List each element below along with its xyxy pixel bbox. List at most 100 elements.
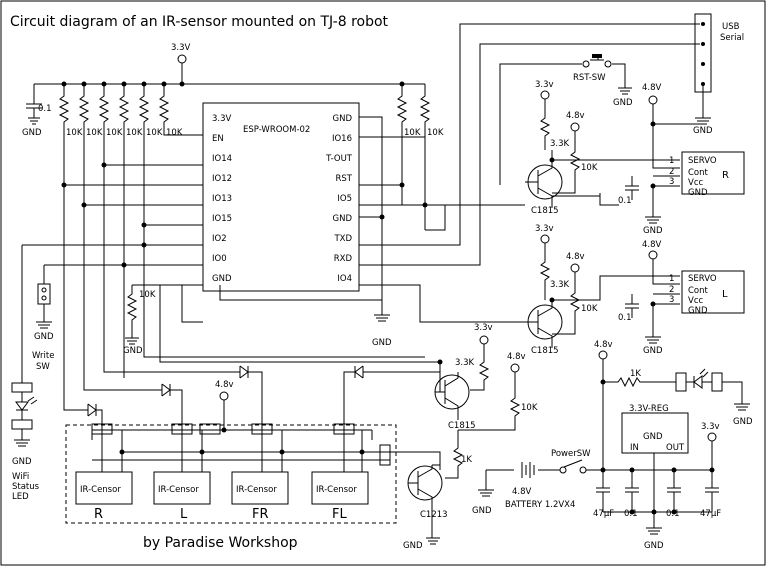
svg-text:Vcc: Vcc (688, 296, 703, 306)
esp-pin-r8: IO4 (337, 274, 352, 284)
svg-text:SW: SW (36, 362, 50, 372)
svg-text:3.3v: 3.3v (474, 323, 493, 333)
esp-pin-l1: EN (212, 134, 224, 144)
svg-text:L: L (722, 289, 728, 300)
ir-sensor-block: IR-Censor IR-Censor IR-Censor IR-Censor … (65, 423, 441, 524)
svg-text:Write: Write (32, 351, 54, 361)
svg-text:IR-Censor: IR-Censor (236, 485, 277, 495)
svg-text:GND: GND (688, 188, 708, 198)
svg-text:10K: 10K (581, 304, 598, 314)
svg-text:GND: GND (613, 98, 633, 108)
svg-text:GND: GND (643, 226, 663, 236)
esp-pin-r1: IO16 (332, 134, 352, 144)
svg-text:RST-SW: RST-SW (573, 73, 606, 83)
rail-3v3: 3.3V 0.1 GND (22, 43, 425, 138)
svg-text:GND: GND (34, 332, 54, 342)
svg-text:LED: LED (12, 492, 29, 502)
junction-dots (61, 81, 715, 515)
servo-r: SERVO Cont Vcc GND R 1 2 3 0.1 GND (618, 151, 745, 236)
esp-pin-l7: IO0 (212, 254, 227, 264)
svg-text:IR-Censor: IR-Censor (158, 485, 199, 495)
esp-pin-l4: IO13 (212, 194, 232, 204)
svg-text:3.3v: 3.3v (535, 224, 554, 234)
svg-text:2: 2 (669, 285, 674, 295)
footer: by Paradise Workshop (143, 535, 298, 551)
rst-switch: RST-SW GND (499, 54, 633, 185)
svg-text:GND: GND (472, 506, 492, 516)
svg-text:1K: 1K (630, 369, 641, 379)
svg-text:IR-Censor: IR-Censor (316, 485, 357, 495)
ir-name-r: R (94, 507, 103, 522)
svg-text:C1213: C1213 (420, 510, 448, 520)
svg-text:SERVO: SERVO (688, 156, 717, 166)
svg-text:SERVO: SERVO (688, 274, 717, 284)
svg-text:GND: GND (693, 126, 713, 136)
write-switch: GND Write SW (32, 283, 54, 372)
title: Circuit diagram of an IR-sensor mounted … (10, 14, 389, 30)
esp-pin-l3: IO12 (212, 174, 232, 184)
svg-text:1K: 1K (461, 455, 472, 465)
svg-text:10K: 10K (427, 128, 444, 138)
svg-text:IR-Censor: IR-Censor (80, 485, 121, 495)
ir-name-fr: FR (252, 507, 269, 522)
svg-text:3.3v: 3.3v (701, 422, 720, 432)
svg-text:10K: 10K (139, 290, 156, 300)
servo-l-driver: 3.3v 3.3K C1815 4.8v 10K (419, 224, 680, 356)
esp-pin-r7: RXD (334, 254, 353, 264)
esp-pin-l0: 3.3V (212, 114, 232, 124)
svg-text:3.3K: 3.3K (550, 139, 570, 149)
svg-text:47µF: 47µF (593, 509, 614, 519)
svg-text:Cont: Cont (688, 168, 709, 178)
svg-text:10K: 10K (166, 128, 183, 138)
svg-text:C1815: C1815 (531, 206, 559, 216)
svg-text:4.8V: 4.8V (512, 487, 532, 497)
svg-text:4.8v: 4.8v (507, 352, 526, 362)
svg-text:10K: 10K (521, 403, 538, 413)
svg-text:0.1: 0.1 (38, 104, 52, 114)
esp-wiring: 10K GND GND (21, 23, 700, 383)
svg-text:Status: Status (12, 482, 40, 492)
svg-text:GND: GND (643, 432, 663, 442)
svg-text:GND: GND (403, 541, 423, 551)
svg-text:Serial: Serial (720, 33, 744, 43)
svg-text:4.8V: 4.8V (642, 83, 662, 93)
esp-pin-l5: IO15 (212, 214, 232, 224)
svg-text:Vcc: Vcc (688, 178, 703, 188)
esp-pin-r3: RST (336, 174, 353, 184)
wifi-led: GND WiFi Status LED (11, 382, 40, 502)
esp-pin-r5: GND (333, 214, 353, 224)
esp-name: ESP-WROOM-02 (243, 125, 310, 135)
svg-text:GND: GND (123, 346, 143, 356)
svg-text:2: 2 (669, 167, 674, 177)
svg-text:GND: GND (733, 417, 753, 427)
svg-text:4.8v: 4.8v (594, 340, 613, 350)
svg-text:4.8v: 4.8v (566, 111, 585, 121)
svg-text:10K: 10K (106, 128, 123, 138)
svg-text:3.3V-REG: 3.3V-REG (629, 404, 669, 414)
svg-text:GND: GND (22, 128, 42, 138)
svg-text:GND: GND (644, 541, 664, 551)
svg-text:4.8v: 4.8v (566, 252, 585, 262)
servo-l: SERVO Cont Vcc GND L 1 2 3 0.1 GND (618, 270, 745, 356)
svg-text:3: 3 (669, 177, 674, 187)
svg-text:GND: GND (372, 338, 392, 348)
svg-text:C1815: C1815 (531, 346, 559, 356)
esp-pin-l8: GND (212, 274, 232, 284)
svg-text:3: 3 (669, 295, 674, 305)
svg-text:IN: IN (630, 443, 639, 453)
pullup-resistors-right: 10K 10K (396, 84, 444, 205)
svg-text:BATTERY 1.2VX4: BATTERY 1.2VX4 (505, 500, 575, 510)
svg-text:GND: GND (688, 306, 708, 316)
svg-text:10K: 10K (581, 163, 598, 173)
svg-text:C1815: C1815 (448, 421, 476, 431)
svg-text:1: 1 (669, 156, 674, 166)
esp-module: ESP-WROOM-02 3.3V EN IO14 IO12 IO13 IO15… (202, 102, 360, 292)
svg-text:WiFi: WiFi (12, 472, 29, 482)
svg-text:GND: GND (12, 457, 32, 467)
svg-text:10K: 10K (86, 128, 103, 138)
servo-r-driver: 3.3v 3.3K C1815 4.8v 10K (425, 80, 680, 216)
c1213-transistor: C1213 GND (403, 464, 448, 551)
svg-text:10K: 10K (126, 128, 143, 138)
